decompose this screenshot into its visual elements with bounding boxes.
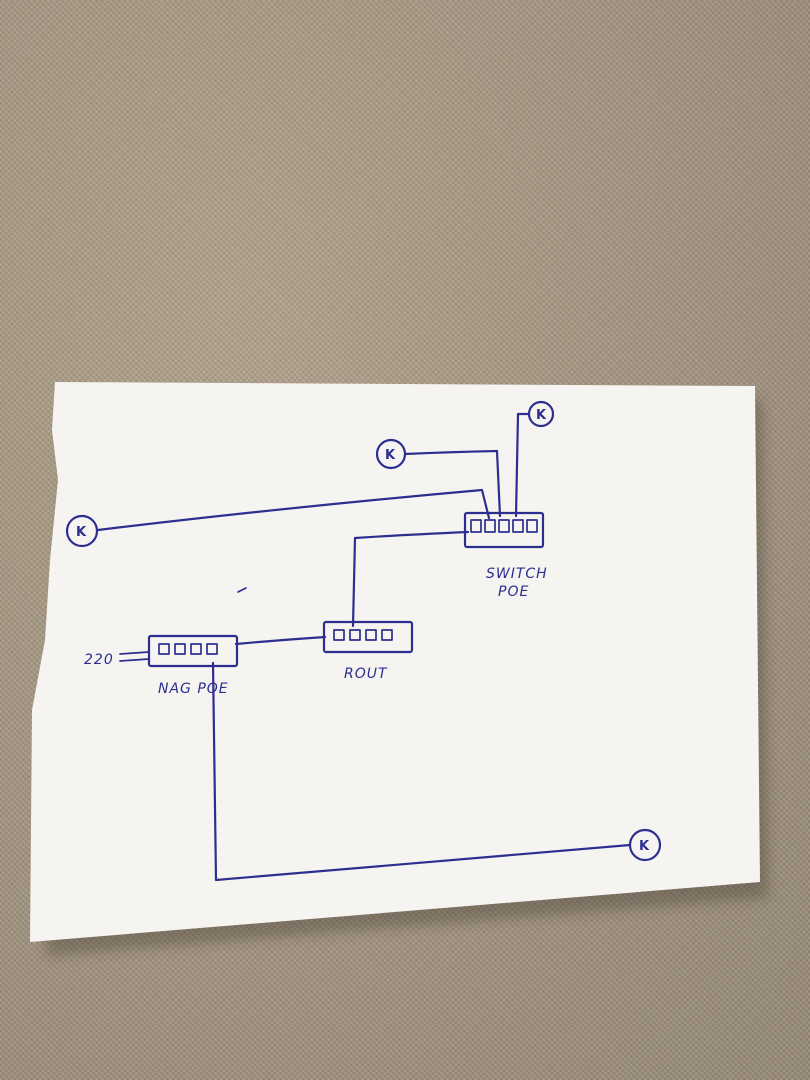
switch-label-line2: POE xyxy=(498,584,529,600)
switch-label-line1: SWITCH xyxy=(486,566,548,582)
wires xyxy=(96,412,632,882)
power-label: 220 xyxy=(84,652,114,668)
router-body xyxy=(322,620,414,654)
router-port-2 xyxy=(349,629,361,641)
router-port-1 xyxy=(333,629,345,641)
camera-top-right-letter: K xyxy=(536,408,547,423)
camera-left: K xyxy=(65,514,99,548)
nag-body xyxy=(147,634,239,668)
switch-port-5 xyxy=(526,519,538,533)
switch-port-1 xyxy=(470,519,482,533)
switch-port-3 xyxy=(498,519,510,533)
router-device: ROUT xyxy=(322,620,414,682)
stray-mark xyxy=(237,587,247,593)
camera-bottom-right-letter: K xyxy=(639,839,650,854)
wire-switch-router xyxy=(351,530,470,628)
nag-poe-device: NAG POE 220 xyxy=(84,634,239,697)
wire-power-1 xyxy=(119,651,150,655)
wire-camera-left xyxy=(96,488,491,532)
switch-poe-device: SWITCH POE xyxy=(463,511,548,600)
wire-camera-top xyxy=(403,449,502,518)
wire-nag-camera-bottom xyxy=(211,661,632,882)
nag-port-1 xyxy=(158,643,170,655)
camera-top-circle xyxy=(375,438,407,470)
switch-port-4 xyxy=(512,519,524,533)
wire-nag-router xyxy=(234,635,327,646)
nag-port-2 xyxy=(174,643,186,655)
camera-top-letter: K xyxy=(385,448,396,463)
paper-sheet xyxy=(30,382,760,942)
camera-top: K xyxy=(375,438,407,470)
camera-top-right: K xyxy=(527,400,555,428)
camera-left-circle xyxy=(65,514,99,548)
switch-port-2 xyxy=(484,519,496,533)
wire-camera-top-right xyxy=(514,412,531,518)
router-label: ROUT xyxy=(344,666,388,682)
nag-port-3 xyxy=(190,643,202,655)
camera-bottom-right: K xyxy=(628,828,662,862)
camera-top-right-circle xyxy=(527,400,555,428)
nag-label: NAG POE xyxy=(158,681,229,697)
switch-body xyxy=(463,511,545,549)
router-port-4 xyxy=(381,629,393,641)
camera-left-letter: K xyxy=(76,525,87,540)
router-port-3 xyxy=(365,629,377,641)
camera-bottom-right-circle xyxy=(628,828,662,862)
wire-power-2 xyxy=(119,658,150,662)
nag-port-4 xyxy=(206,643,218,655)
